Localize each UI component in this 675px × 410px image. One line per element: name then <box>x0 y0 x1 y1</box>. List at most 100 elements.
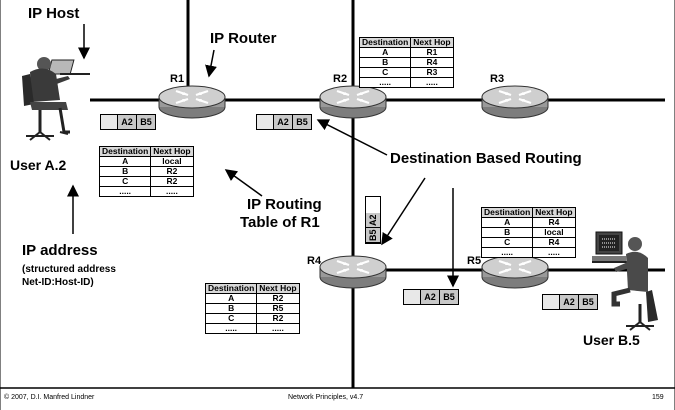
table-cell: ..... <box>256 323 300 334</box>
packet-src: A2 <box>117 115 136 129</box>
col-next-hop: Next Hop <box>410 37 454 48</box>
col-destination: Destination <box>480 207 534 218</box>
packet-near-r5: A2 B5 <box>403 289 459 305</box>
table-cell: A <box>480 217 534 228</box>
packet-src: A2 <box>366 213 380 228</box>
table-cell: A <box>358 47 412 58</box>
table-cell: A <box>204 293 258 304</box>
destination-based-routing-label: Destination Based Routing <box>390 150 582 167</box>
packet-dst: B5 <box>439 290 458 304</box>
footer-copyright: © 2007, D.I. Manfred Lindner <box>4 394 95 401</box>
ip-routing-table-label-2: Table of R1 <box>240 214 320 231</box>
table-cell: R4 <box>532 217 576 228</box>
arrow-dbr-r2 <box>316 119 388 156</box>
packet-vertical: A2 B5 <box>365 196 381 244</box>
packet-near-r1: A2 B5 <box>100 114 156 130</box>
table-cell: R2 <box>150 176 194 187</box>
router-r4-label: R4 <box>307 255 322 267</box>
col-next-hop: Next Hop <box>150 146 194 157</box>
router-r4-icon <box>318 254 388 290</box>
arrow-ip-routing-table <box>224 169 263 197</box>
router-r5-label: R5 <box>467 255 482 267</box>
table-row: .......... <box>480 247 576 258</box>
table-row: .......... <box>98 186 194 197</box>
table-cell: R2 <box>150 166 194 177</box>
table-cell: R1 <box>410 47 454 58</box>
table-cell: R5 <box>256 303 300 314</box>
arrow-ip-router <box>205 49 217 78</box>
table-cell: ..... <box>532 247 576 258</box>
router-r2-icon <box>318 84 388 120</box>
table-cell: B <box>480 227 534 238</box>
user-a-label: User A.2 <box>10 157 67 173</box>
ip-routing-table-label-1: IP Routing <box>247 196 322 213</box>
table-cell: C <box>480 237 534 248</box>
packet-near-user-b: A2 B5 <box>542 294 598 310</box>
ip-address-label: IP address <box>22 242 98 259</box>
structured-address-label-1: (structured address <box>22 264 116 275</box>
router-r2-label: R2 <box>333 73 348 85</box>
user-a-icon <box>22 57 90 141</box>
table-cell: B <box>98 166 152 177</box>
packet-src: A2 <box>559 295 578 309</box>
table-cell: A <box>98 156 152 167</box>
table-cell: B <box>358 57 412 68</box>
arrow-dbr-r4 <box>381 177 426 246</box>
table-cell: R4 <box>410 57 454 68</box>
table-row: .......... <box>204 323 300 334</box>
structured-address-label-2: Net-ID:Host-ID) <box>22 277 94 288</box>
col-destination: Destination <box>98 146 152 157</box>
table-cell: local <box>532 227 576 238</box>
table-row: .......... <box>358 77 454 88</box>
table-cell: ..... <box>204 323 258 334</box>
table-cell: C <box>204 313 258 324</box>
router-r5-icon <box>480 254 550 290</box>
router-r1-icon <box>157 84 227 120</box>
table-cell: ..... <box>480 247 534 258</box>
table-cell: B <box>204 303 258 314</box>
table-cell: C <box>98 176 152 187</box>
table-cell: local <box>150 156 194 167</box>
table-cell: ..... <box>98 186 152 197</box>
table-cell: R2 <box>256 313 300 324</box>
col-destination: Destination <box>358 37 412 48</box>
col-next-hop: Next Hop <box>256 283 300 294</box>
col-destination: Destination <box>204 283 258 294</box>
footer-title: Network Principles, v4.7 <box>288 394 364 401</box>
footer-page-number: 159 <box>652 394 664 401</box>
ip-router-label: IP Router <box>210 30 277 47</box>
table-cell: ..... <box>150 186 194 197</box>
table-cell: C <box>358 67 412 78</box>
table-cell: R4 <box>532 237 576 248</box>
table-cell: R3 <box>410 67 454 78</box>
packet-src: A2 <box>420 290 439 304</box>
user-b-label: User B.5 <box>583 332 640 348</box>
packet-dst: B5 <box>366 228 380 243</box>
packet-near-r2: A2 B5 <box>256 114 312 130</box>
packet-src: A2 <box>273 115 292 129</box>
packet-dst: B5 <box>578 295 597 309</box>
ip-host-label: IP Host <box>28 5 80 22</box>
router-r3-label: R3 <box>490 73 505 85</box>
router-r1-label: R1 <box>170 73 185 85</box>
user-b-icon <box>592 231 658 331</box>
table-cell: ..... <box>358 77 412 88</box>
router-r3-icon <box>480 84 550 120</box>
